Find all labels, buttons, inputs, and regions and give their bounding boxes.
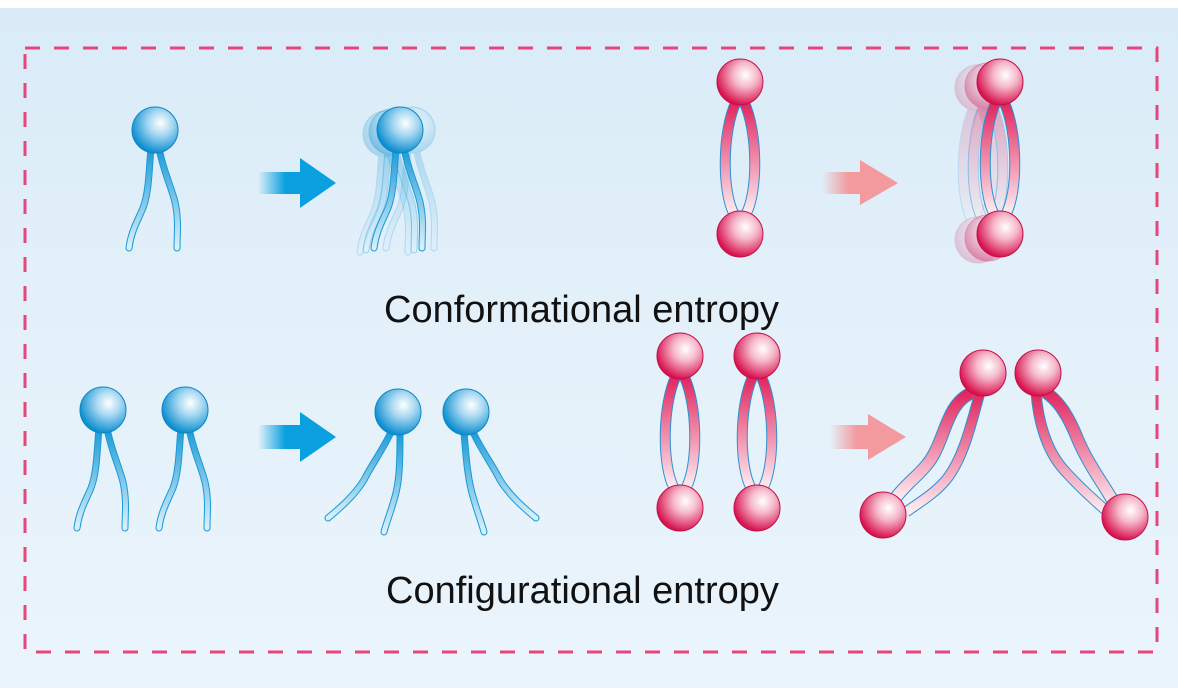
label-configurational-entropy: Configurational entropy [386,570,779,612]
arrow-pink-row1 [822,160,898,205]
dashed-border [23,46,1159,654]
panel-monopolar-single-flex [360,107,435,252]
panel-bola-single [717,59,763,257]
panel-bola-pair-bent [859,349,1149,541]
panel-bola-pair [657,333,780,531]
panel-monopolar-pair-spread [328,389,536,532]
label-conformational-entropy: Conformational entropy [384,289,779,331]
panel-monopolar-single [129,107,178,248]
panel-bola-single-flex [955,59,1023,263]
arrow-pink-row2 [830,414,906,460]
arrow-blue-row2 [258,412,336,462]
arrow-blue-row1 [258,158,336,208]
diagram-canvas: Conformational entropy Configurational e… [0,8,1178,688]
panel-monopolar-pair [77,387,208,528]
diagram-artwork [23,46,1159,654]
